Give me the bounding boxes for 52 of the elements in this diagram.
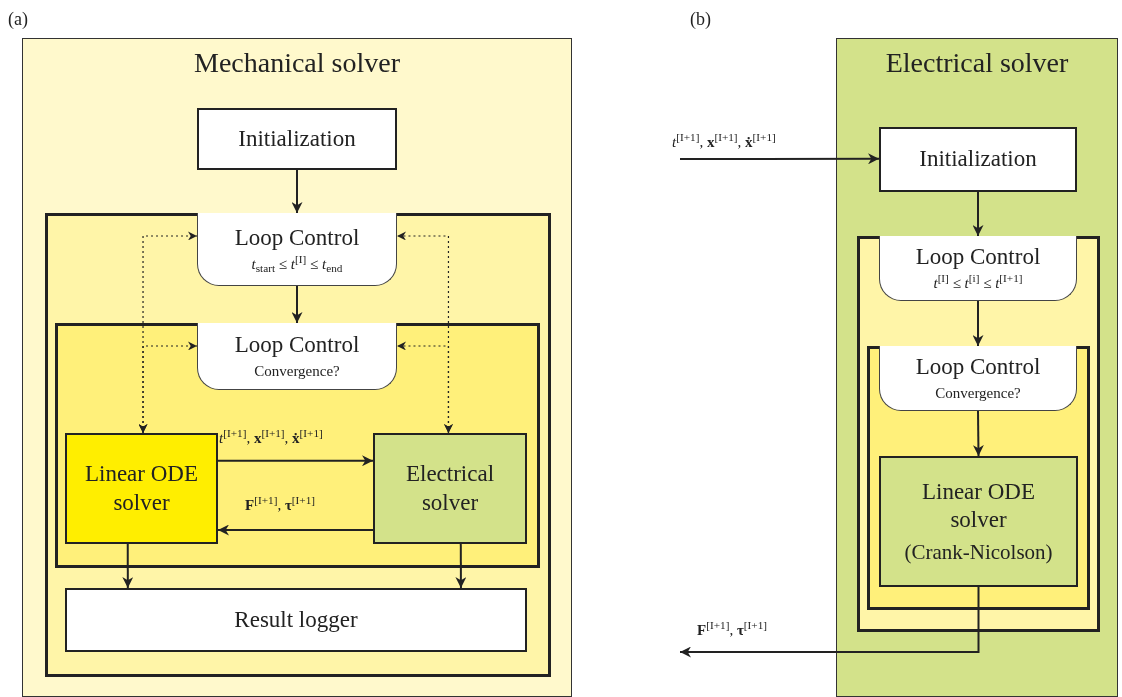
arrow xyxy=(217,455,374,467)
arrow xyxy=(972,300,984,347)
process-box xyxy=(197,108,397,170)
panel-title: Electrical solver xyxy=(884,46,1070,80)
box-label: Loop Control xyxy=(914,353,1042,382)
loop-frame xyxy=(857,236,1100,632)
edge-label: t$^{[I+1]}$, x$^{[I+1]}$, ẋ$^{[I+1]}$ xyxy=(672,131,776,152)
arrow xyxy=(679,153,880,165)
panel-label: (a) xyxy=(8,8,28,31)
panel-title: Mechanical solver xyxy=(193,46,401,80)
panel-label: (b) xyxy=(690,8,711,31)
box-label: Result logger xyxy=(233,605,359,634)
box-label: Loop Control xyxy=(914,243,1042,272)
arrow xyxy=(291,169,303,214)
box-sublabel: t$_{start}$ ≤ t$^{[I]}$ ≤ t$_{end}$ xyxy=(250,255,344,274)
box-label: Loop Control xyxy=(233,224,361,253)
arrow xyxy=(679,586,980,658)
process-box xyxy=(373,433,527,544)
loop-control-box xyxy=(197,213,397,286)
box-sublabel: (Crank-Nicolson) xyxy=(903,539,1054,566)
arrow xyxy=(455,543,467,589)
dotted-arrow xyxy=(396,341,453,434)
box-label: Electrical solver xyxy=(404,459,496,517)
box-label: Loop Control xyxy=(233,331,361,360)
arrow xyxy=(122,543,134,589)
box-label: Linear ODE solver xyxy=(83,459,199,517)
loop-control-box xyxy=(879,236,1077,301)
process-box xyxy=(879,456,1078,587)
edge-label: F$^{[I+1]}$, τ$^{[I+1]}$ xyxy=(245,494,316,515)
arrow xyxy=(217,524,374,536)
process-box xyxy=(879,127,1077,192)
arrow xyxy=(972,410,984,457)
box-sublabel: Convergence? xyxy=(934,384,1022,403)
solver-panel xyxy=(22,38,572,697)
arrow xyxy=(972,191,984,237)
loop-frame xyxy=(867,346,1090,610)
solver-panel xyxy=(836,38,1118,697)
process-box xyxy=(65,433,218,544)
process-box xyxy=(65,588,527,652)
loop-control-box xyxy=(879,346,1077,411)
loop-frame xyxy=(55,323,540,568)
edge-label: t$^{[I+1]}$, x$^{[I+1]}$, ẋ$^{[I+1]}$ xyxy=(219,427,323,448)
edge-label: F$^{[I+1]}$, τ$^{[I+1]}$ xyxy=(697,619,768,640)
loop-control-box xyxy=(197,323,397,390)
box-label: Initialization xyxy=(918,145,1038,174)
dotted-arrow xyxy=(138,341,198,434)
box-label: Linear ODE solver xyxy=(920,477,1036,535)
box-sublabel: Convergence? xyxy=(253,362,341,381)
loop-frame xyxy=(45,213,551,677)
arrow xyxy=(291,285,303,324)
box-label: Initialization xyxy=(237,124,357,153)
box-sublabel: t$^{[I]}$ ≤ t$^{[i]}$ ≤ t$^{[I+1]}$ xyxy=(932,274,1024,293)
